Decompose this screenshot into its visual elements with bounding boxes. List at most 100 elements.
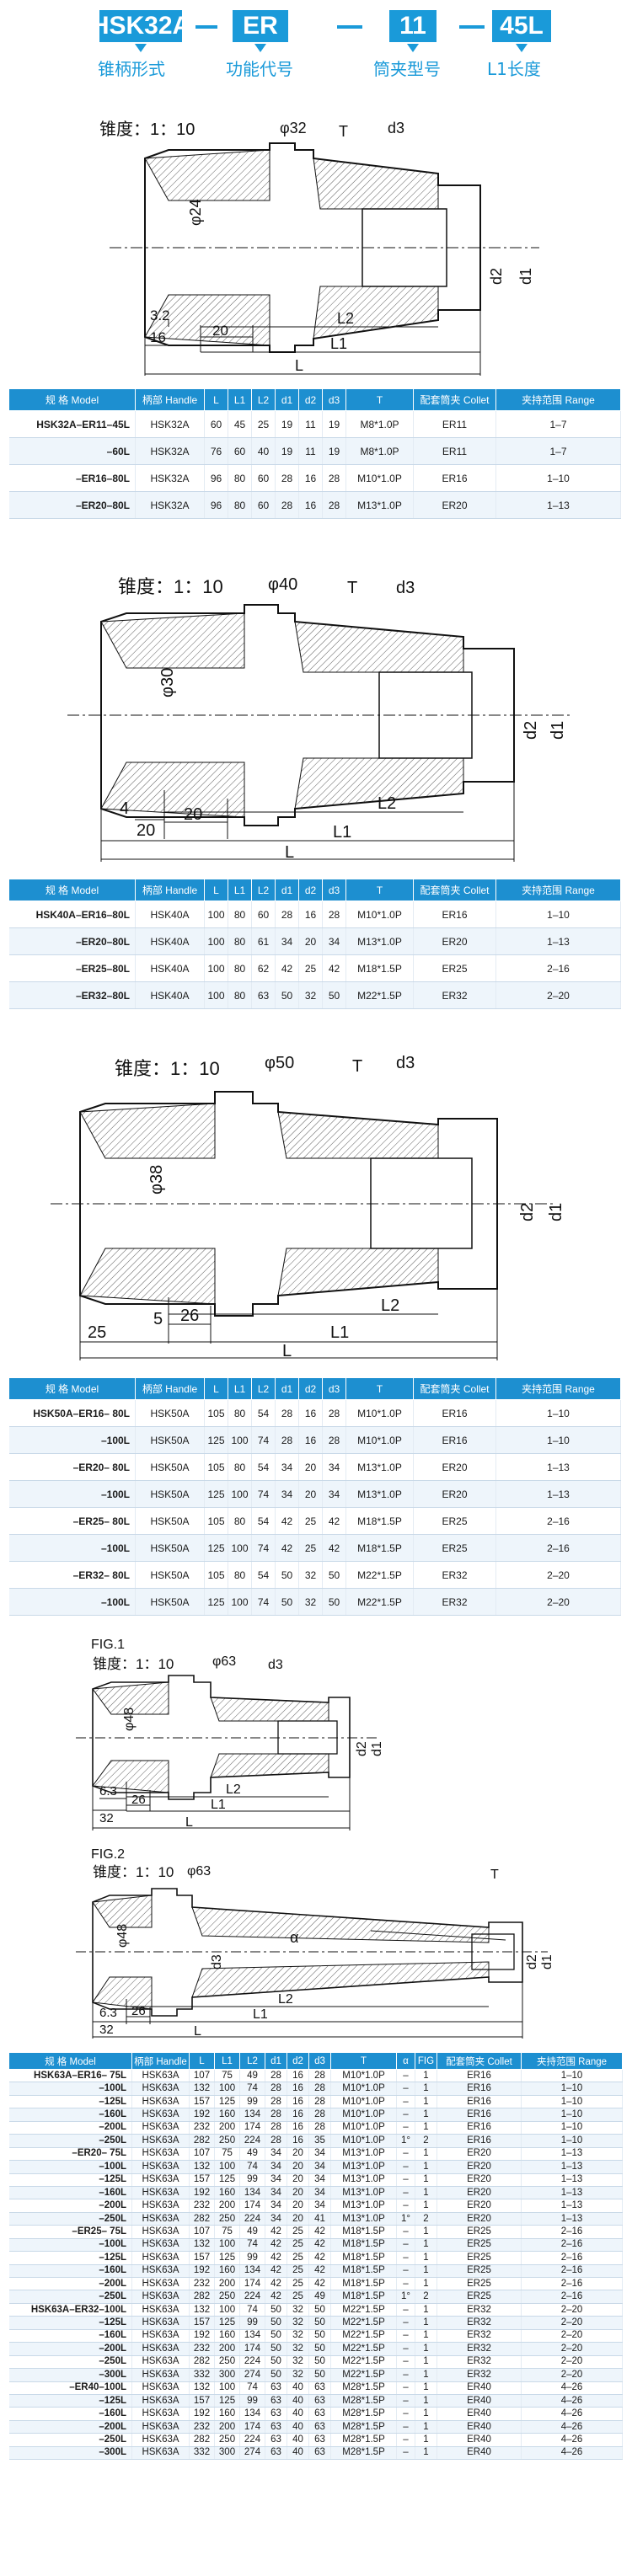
col-d3: d3 bbox=[322, 388, 346, 411]
table-cell: 20 bbox=[287, 2160, 309, 2174]
model-cell: –ER16–80L bbox=[8, 464, 136, 492]
table-cell: 50 bbox=[308, 2329, 331, 2344]
table-cell: – bbox=[396, 2342, 415, 2356]
table-cell: HSK32A bbox=[135, 410, 205, 438]
table-cell: 16 bbox=[298, 1399, 323, 1427]
table-cell: 274 bbox=[239, 2446, 265, 2461]
table-cell: HSK63A bbox=[131, 2108, 190, 2122]
table-cell: 19 bbox=[322, 410, 346, 438]
table-cell: 100 bbox=[228, 1588, 252, 1616]
table-cell: ER20 bbox=[413, 1480, 496, 1508]
col-thread: T bbox=[345, 879, 414, 901]
col-d2: d2 bbox=[287, 2052, 309, 2070]
table-cell: 1 bbox=[415, 2394, 437, 2408]
table-cell: HSK63A bbox=[131, 2381, 190, 2395]
table-cell: 282 bbox=[189, 2355, 215, 2370]
table-cell: 34 bbox=[265, 2186, 287, 2200]
table-cell: HSK63A bbox=[131, 2407, 190, 2421]
table-cell: 100 bbox=[204, 954, 228, 982]
table-cell: 42 bbox=[322, 1507, 346, 1535]
table-cell: – bbox=[396, 2082, 415, 2096]
table-cell: 74 bbox=[251, 1480, 276, 1508]
table-cell: ER32 bbox=[413, 1588, 496, 1616]
table-cell: 132 bbox=[189, 2082, 215, 2096]
col-l1: L1 bbox=[214, 2052, 240, 2070]
table-cell: 16 bbox=[287, 2108, 309, 2122]
table-cell: HSK50A bbox=[135, 1399, 205, 1427]
d2-label: d2 bbox=[525, 1954, 539, 1969]
table-cell: ER25 bbox=[413, 1534, 496, 1562]
model-cell: –ER25– 80L bbox=[8, 1507, 136, 1535]
d3-label: d3 bbox=[210, 1954, 224, 1969]
technical-drawing: 锥度：1：10 φ40 T d3 φ30 d2 d1 bbox=[67, 575, 573, 862]
table-cell: ER20 bbox=[437, 2160, 522, 2174]
table-cell: ER20 bbox=[437, 2173, 522, 2187]
table-cell: 200 bbox=[214, 2121, 240, 2135]
table-cell: 232 bbox=[189, 2342, 215, 2356]
table-cell: 16 bbox=[287, 2134, 309, 2148]
table-cell: 125 bbox=[214, 2173, 240, 2187]
model-cell: –125L bbox=[8, 2316, 132, 2330]
thread-label: T bbox=[490, 1868, 499, 1882]
table-cell: 75 bbox=[214, 2069, 240, 2083]
table-cell: M13*1.0P bbox=[330, 2199, 397, 2213]
model-cell: HSK63A–ER16– 75L bbox=[8, 2069, 132, 2083]
table-cell: 60 bbox=[228, 437, 252, 465]
table-cell: HSK63A bbox=[131, 2303, 190, 2317]
table-cell: 99 bbox=[239, 2173, 265, 2187]
table-cell: 2–16 bbox=[521, 2251, 623, 2265]
table-cell: 63 bbox=[308, 2394, 331, 2408]
table-cell: M22*1.5P bbox=[330, 2368, 397, 2382]
table-cell: 134 bbox=[239, 2264, 265, 2279]
table-cell: ER20 bbox=[413, 1453, 496, 1481]
table-cell: HSK63A bbox=[131, 2355, 190, 2370]
model-cell: –300L bbox=[8, 2446, 132, 2461]
table-cell: 80 bbox=[228, 981, 252, 1009]
table-cell: HSK32A bbox=[135, 437, 205, 465]
table-cell: 1° bbox=[396, 2290, 415, 2304]
table-cell: M8*1.0P bbox=[345, 437, 414, 465]
table-cell: ER20 bbox=[437, 2199, 522, 2213]
d2-label: d2 bbox=[488, 268, 505, 285]
table-cell: 74 bbox=[239, 2160, 265, 2174]
table-cell: 32 bbox=[287, 2368, 309, 2382]
table-cell: 34 bbox=[322, 927, 346, 955]
table-cell: 50 bbox=[308, 2355, 331, 2370]
table-cell: 1 bbox=[415, 2108, 437, 2122]
table-cell: 1° bbox=[396, 2212, 415, 2226]
table-cell: M13*1.0P bbox=[345, 1480, 414, 1508]
table-cell: 60 bbox=[251, 464, 276, 492]
table-cell: 1 bbox=[415, 2420, 437, 2434]
table-cell: HSK40A bbox=[135, 981, 205, 1009]
table-cell: 40 bbox=[287, 2420, 309, 2434]
table-cell: 2–16 bbox=[495, 1534, 621, 1562]
table-cell: 300 bbox=[214, 2446, 240, 2461]
table-cell: – bbox=[396, 2173, 415, 2187]
table-cell: 2–20 bbox=[521, 2316, 623, 2330]
col-range: 夹持范围 Range bbox=[495, 879, 621, 901]
table-cell: 1 bbox=[415, 2069, 437, 2083]
col-thread: T bbox=[345, 1377, 414, 1400]
l2-label: L2 bbox=[378, 794, 396, 813]
table-cell: 99 bbox=[239, 2251, 265, 2265]
dim-a-label: 4 bbox=[120, 799, 129, 818]
table-cell: 63 bbox=[308, 2420, 331, 2434]
table-cell: 20 bbox=[298, 1480, 323, 1508]
dimension-lines bbox=[92, 1777, 351, 1830]
table-cell: 42 bbox=[265, 2251, 287, 2265]
table-cell: M10*1.0P bbox=[330, 2069, 397, 2083]
flange-diameter-label: φ50 bbox=[265, 1054, 294, 1072]
table-cell: 100 bbox=[214, 2381, 240, 2395]
dim-c-label: 20 bbox=[184, 805, 202, 824]
table-cell: 2 bbox=[415, 2290, 437, 2304]
dim-c-label: 26 bbox=[131, 2004, 146, 2018]
model-cell: –250L bbox=[8, 2355, 132, 2370]
table-cell: 250 bbox=[214, 2433, 240, 2447]
